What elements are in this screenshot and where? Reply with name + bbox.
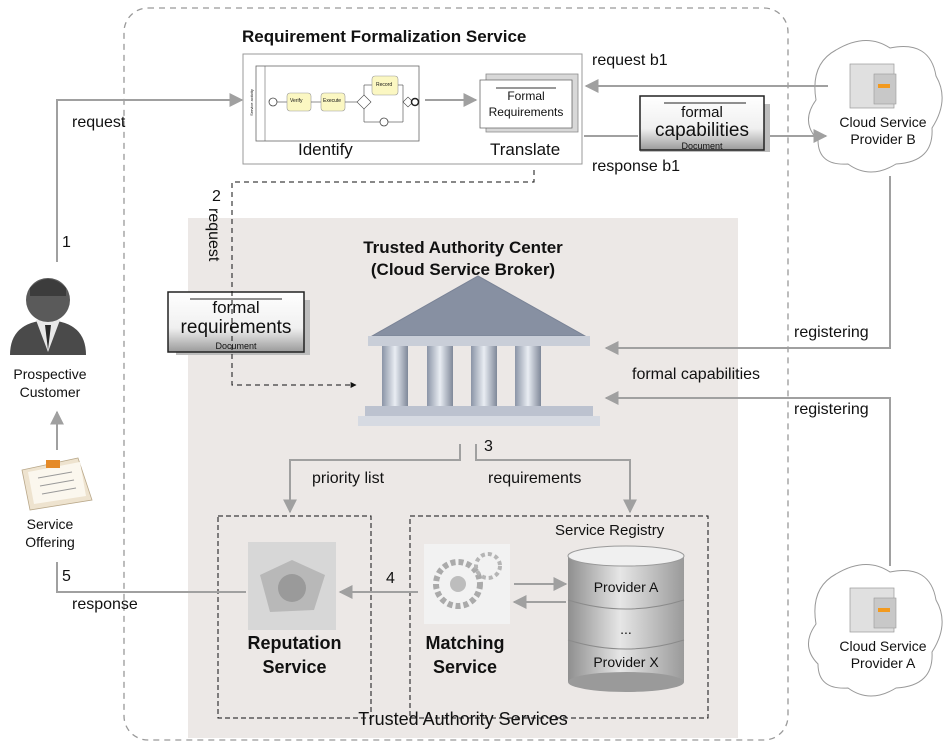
reputation-label-1: Reputation	[247, 633, 342, 653]
services-footer: Trusted Authority Services	[358, 709, 568, 729]
bpmn-task-execute: Execute	[323, 98, 342, 104]
identify-label: Identify	[298, 140, 353, 159]
flow-request-b1: request b1	[592, 52, 668, 69]
capabilities-doc-line1: formal	[681, 104, 723, 121]
flow-formal-capabilities: formal capabilities	[632, 366, 761, 383]
requirements-doc-line2: requirements	[180, 317, 292, 338]
requirements-doc-line3: Document	[215, 341, 257, 351]
flow-request: request	[72, 114, 126, 131]
step-1: 1	[62, 234, 71, 251]
requirements-doc-line1: formal	[212, 298, 260, 317]
step-3: 3	[484, 438, 493, 455]
bpmn-task-record: Record	[376, 82, 393, 88]
registry-provider-x: Provider X	[593, 654, 659, 670]
trusted-center-subtitle: (Cloud Service Broker)	[370, 260, 556, 279]
flow-priority-list: priority list	[312, 470, 385, 487]
offering-label-2: Offering	[25, 534, 75, 550]
cloud-a-label-1: Cloud Service	[839, 638, 927, 654]
cloud-a-label-2: Provider A	[850, 655, 916, 671]
flow-request-vertical: request	[205, 208, 222, 262]
matching-label-1: Matching	[425, 633, 505, 653]
gears-icon	[424, 544, 510, 624]
arrow-request	[56, 93, 244, 262]
registry-provider-a: Provider A	[593, 579, 659, 595]
flow-response-b1: response b1	[592, 158, 681, 175]
flow-registering-b: registering	[794, 324, 869, 341]
formal-requirements-document	[479, 73, 579, 133]
arrow-registering-a	[604, 391, 891, 566]
cloud-b-label-1: Cloud Service	[839, 114, 927, 130]
customer-label-1: Prospective	[13, 366, 87, 382]
bpmn-lane-label: Service activity	[248, 89, 254, 116]
cloud-provider-b	[808, 40, 943, 173]
matching-label-2: Service	[432, 657, 498, 677]
step-4: 4	[386, 570, 395, 587]
cloud-provider-a	[808, 564, 943, 697]
step-5: 5	[62, 568, 71, 585]
arrow-request-dashed	[231, 170, 535, 388]
customer-label-2: Customer	[19, 384, 81, 400]
formal-req-doc-line1: Formal	[507, 89, 545, 103]
formal-capabilities-document	[639, 95, 770, 152]
reputation-box	[217, 515, 372, 719]
trusted-center-title: Trusted Authority Center	[363, 238, 563, 257]
bpmn-process-icon	[255, 65, 420, 142]
formal-req-doc-line2: Requirements	[488, 105, 564, 119]
arrow-requirements	[475, 444, 637, 514]
translate-label: Translate	[490, 140, 561, 159]
arrow-response	[56, 562, 246, 593]
formal-requirements-document-left	[167, 291, 310, 355]
cloud-b-label-2: Provider B	[850, 131, 916, 147]
step-2: 2	[212, 188, 221, 205]
temple-icon	[358, 275, 600, 426]
capabilities-doc-line2: capabilities	[655, 120, 749, 141]
handshake-icon	[248, 542, 336, 630]
service-offering-icon	[21, 457, 93, 511]
database-cylinder	[567, 545, 685, 692]
arrow-priority-list	[283, 444, 461, 514]
registry-title: Service Registry	[555, 522, 665, 539]
customer-person-icon	[10, 278, 86, 355]
outer-boundary	[123, 7, 789, 741]
capabilities-doc-line3: Document	[681, 141, 723, 151]
bpmn-task-verify: Verify	[290, 98, 303, 104]
arrow-registering-b	[604, 176, 891, 355]
formalization-title: Requirement Formalization Service	[242, 27, 527, 46]
flow-response: response	[72, 596, 138, 613]
offering-label-1: Service	[26, 516, 74, 532]
flow-requirements: requirements	[488, 470, 582, 487]
registry-box	[409, 515, 709, 719]
reputation-label-2: Service	[262, 657, 327, 677]
flow-registering-a: registering	[794, 401, 869, 418]
registry-ellipsis: ...	[620, 621, 632, 637]
